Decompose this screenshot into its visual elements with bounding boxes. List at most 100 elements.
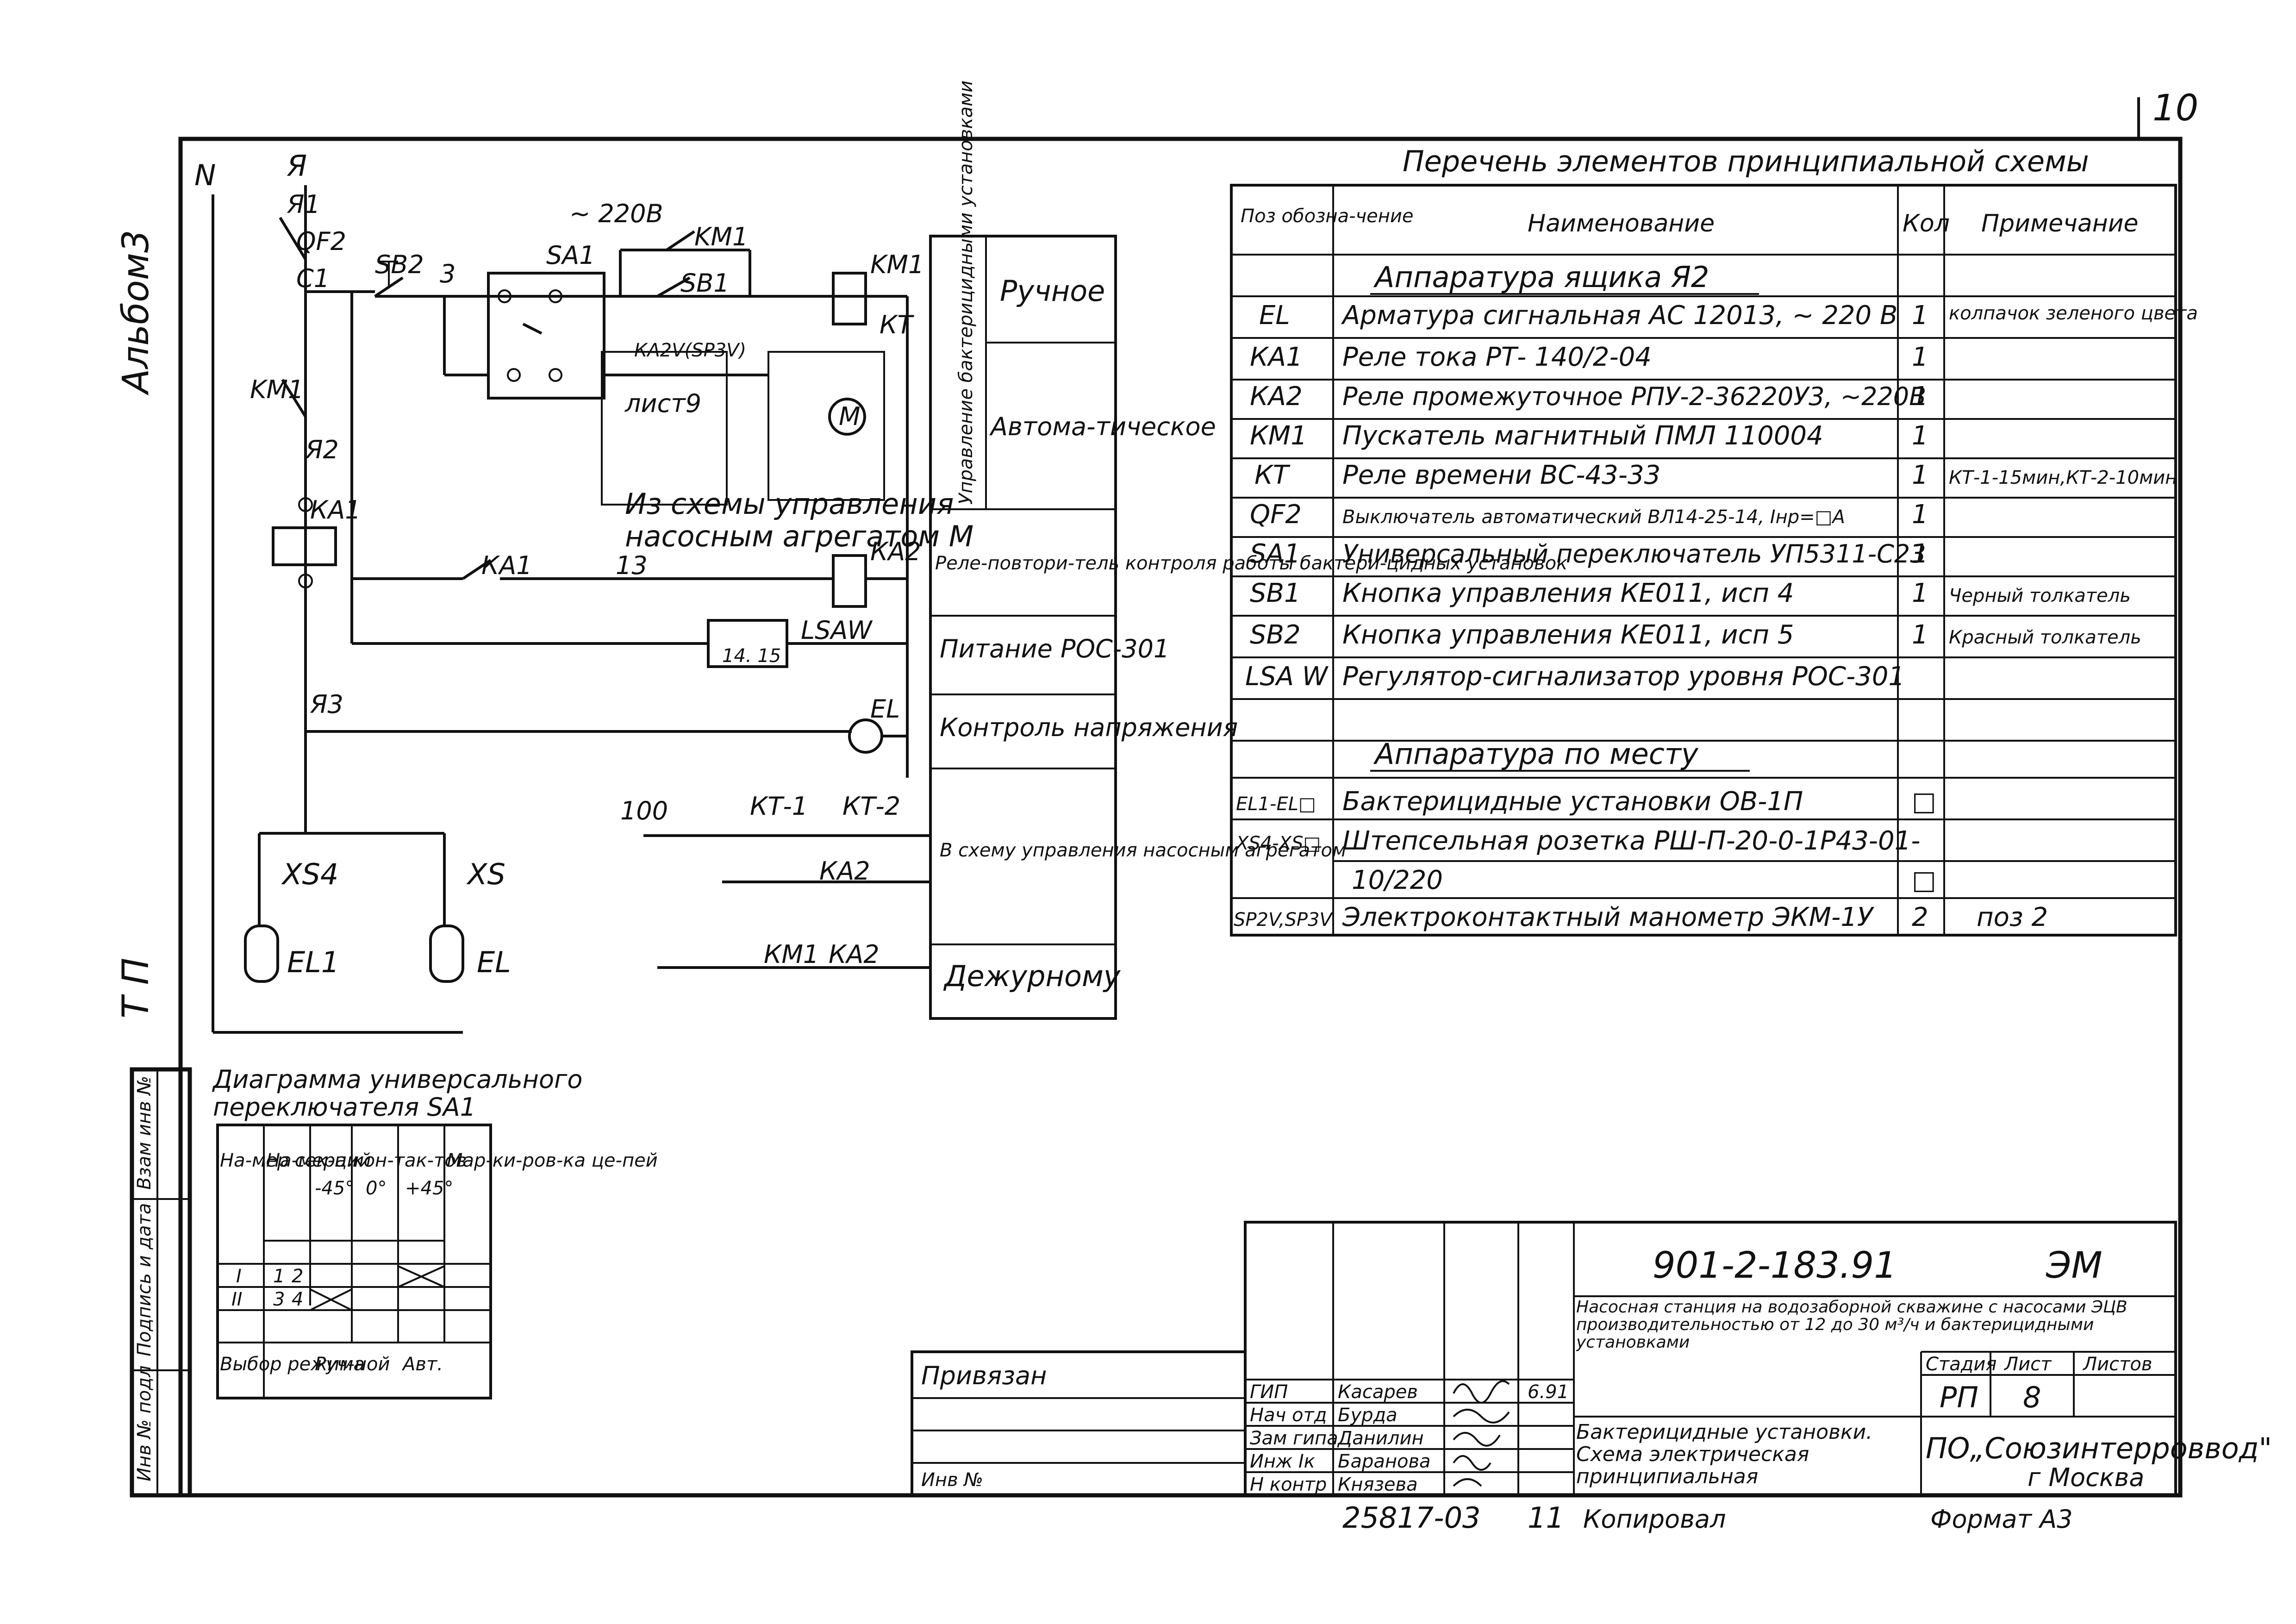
label-km1-left: KM1	[250, 375, 304, 404]
svg-text:Кнопка управления КЕ011, исп 4: Кнопка управления КЕ011, исп 4	[1342, 578, 1794, 608]
sw-row-1-section: I	[236, 1266, 242, 1287]
stage-value: РП	[1940, 1380, 1978, 1414]
svg-text:Бурда: Бурда	[1338, 1405, 1398, 1426]
func-power-roc: Питание РОС-301	[940, 634, 1169, 663]
svg-text:колпачок зеленого цвета: колпачок зеленого цвета	[1949, 303, 2198, 324]
label-kt: КТ	[880, 310, 914, 339]
svg-text:1: 1	[1912, 421, 1928, 451]
page-number: 10	[2152, 87, 2198, 129]
svg-text:Электроконтактный манометр ЭКМ: Электроконтактный манометр ЭКМ-1У	[1342, 902, 1875, 932]
doc-number: 25817-03	[1342, 1501, 1481, 1535]
label-ka1: КА1	[310, 495, 361, 525]
svg-text:КТ-1-15мин,КТ-2-10мин: КТ-1-15мин,КТ-2-10мин	[1949, 467, 2177, 488]
copied-label: Копировал	[1583, 1505, 1726, 1534]
title-block: Привязан Инв № 901-2-183.91 ЭМ Насосная …	[911, 1221, 2272, 1535]
table-row: КТ Реле времени ВС-43-33 1 КТ-1-15мин,КТ…	[1254, 460, 2177, 490]
col-note-header: Примечание	[1981, 210, 2139, 237]
label-3: 3	[440, 259, 455, 288]
svg-text:1: 1	[1912, 500, 1928, 530]
svg-text:EL: EL	[1259, 300, 1290, 331]
project-title: Насосная станция на водозаборной скважин…	[1576, 1299, 2128, 1352]
label-ka2-pump2: КА2	[829, 940, 880, 969]
sw-col-zero: 0°	[366, 1178, 387, 1199]
sw-col-sections: На-мер сек-ций	[220, 1150, 371, 1171]
func-control-uv: Управление бактерицидными установками	[955, 81, 977, 505]
label-xs: ХS	[466, 857, 505, 891]
bus-a-label: Я	[287, 149, 307, 183]
sw-row-2-c2: 4	[292, 1289, 303, 1310]
func-manual: Ручное	[1000, 274, 1105, 308]
svg-text:Н контр: Н контр	[1250, 1474, 1327, 1495]
svg-text:LSA W: LSA W	[1245, 662, 1329, 692]
svg-text:Арматура сигнальная АС 12013,: Арматура сигнальная АС 12013, ~ 220 В	[1341, 300, 1897, 331]
switch-diagram: Диаграмма универсального переключателя S…	[212, 1065, 658, 1399]
note-from-pump-1: Из схемы управления	[625, 487, 954, 521]
svg-text:Пускатель магнитный ПМЛ 110004: Пускатель магнитный ПМЛ 110004	[1342, 421, 1823, 451]
label-a1: Я1	[287, 190, 320, 219]
table-row: EL1-EL□ Бактерицидные установки ОВ-1П □	[1236, 787, 1936, 817]
svg-text:Реле промежуточное РПУ-2-36220: Реле промежуточное РПУ-2-36220У3, ~220В	[1342, 382, 1926, 411]
svg-text:1: 1	[1912, 539, 1928, 569]
table-row: SB2 Кнопка управления КЕ011, исп 5 1 Кра…	[1250, 620, 2141, 650]
label-el-socket: EL	[477, 945, 511, 979]
table-row: LSA W Регулятор-сигнализатор уровня РОС-…	[1245, 662, 1905, 692]
sheet-title: Бактерицидные установки. Схема электриче…	[1576, 1421, 1873, 1488]
label-13: 13	[616, 551, 648, 580]
svg-text:Нач отд: Нач отд	[1250, 1405, 1327, 1426]
label-c1: C1	[296, 264, 330, 293]
svg-text:1: 1	[1912, 620, 1928, 650]
svg-text:Бактерицидные установки ОВ-1П: Бактерицидные установки ОВ-1П	[1342, 787, 1803, 817]
table-row: SB1 Кнопка управления КЕ011, исп 4 1 Чер…	[1250, 578, 2131, 608]
svg-text:SB2: SB2	[1250, 620, 1301, 650]
sheet-value: 8	[2023, 1380, 2041, 1414]
side-stamp-sign: Подпись и дата	[134, 1203, 155, 1356]
svg-text:Реле времени ВС-43-33: Реле времени ВС-43-33	[1342, 460, 1660, 490]
label-kt2: КТ-2	[842, 792, 900, 821]
col-name-header: Наименование	[1528, 210, 1715, 237]
sw-row-2-section: II	[231, 1289, 243, 1310]
label-el1: EL1	[287, 945, 339, 979]
label-1415: 14. 15	[722, 645, 781, 667]
side-stamp	[130, 1067, 192, 1498]
svg-text:Баранова: Баранова	[1338, 1451, 1431, 1472]
voltage-label: ~ 220В	[569, 199, 663, 228]
sw-row-2-c1: 3	[273, 1289, 285, 1310]
side-album-label: Альбом3	[115, 230, 157, 396]
svg-text:SP2V,SP3V: SP2V,SP3V	[1234, 909, 1333, 931]
svg-text:2: 2	[1912, 902, 1928, 932]
org-name: ПО„Союзинтерроввод"	[1926, 1431, 2272, 1465]
svg-text:Касарев: Касарев	[1338, 1381, 1418, 1403]
svg-text:1: 1	[1912, 342, 1928, 372]
svg-text:ГИП: ГИП	[1250, 1381, 1288, 1403]
switch-diagram-title-1: Диаграмма универсального	[212, 1065, 582, 1094]
side-tp-label: Т П	[115, 958, 157, 1018]
sw-col-contacts: На-мера кон-так-тов	[266, 1150, 467, 1171]
table-row: КМ1 Пускатель магнитный ПМЛ 110004 1	[1250, 421, 1928, 451]
label-100: 100	[620, 796, 668, 825]
label-km1-coil: KM1	[870, 250, 924, 279]
side-stamp-replace: Взам инв №	[134, 1076, 155, 1190]
table-row: SP2V,SP3V Электроконтактный манометр ЭКМ…	[1234, 902, 2048, 932]
table-row: 10/220 □	[1352, 865, 1936, 895]
svg-text:1: 1	[1912, 300, 1928, 331]
svg-text:Выключатель автоматический ВЛ1: Выключатель автоматический ВЛ14-25-14, I…	[1342, 506, 1845, 528]
sw-footer-manual: Руч-ной	[315, 1354, 390, 1375]
sw-col-marking: Мар-ки-ров-ка це-пей	[447, 1150, 658, 1171]
function-table: Управление бактерицидными установками Ру…	[929, 81, 1567, 1020]
doc-mark: ЭМ	[2046, 1245, 2103, 1287]
table-row: EL Арматура сигнальная АС 12013, ~ 220 В…	[1259, 300, 2198, 331]
stage-header: Стадия	[1926, 1354, 1997, 1375]
svg-text:EL1-EL□: EL1-EL□	[1236, 793, 1316, 815]
svg-text:1: 1	[1912, 460, 1928, 490]
svg-text:Зам гипа: Зам гипа	[1250, 1428, 1338, 1449]
label-ka2-sp3: КА2V(SP3V)	[634, 340, 746, 361]
sw-row-1-c2: 2	[292, 1266, 303, 1287]
label-ka2-pump: КА2	[819, 856, 870, 886]
sw-footer-auto: Авт.	[401, 1354, 443, 1375]
inv-label: Инв №	[921, 1469, 983, 1491]
motor-label: М	[839, 402, 861, 431]
sw-col-minus45: -45°	[315, 1178, 354, 1199]
svg-text:SA1: SA1	[1250, 539, 1300, 569]
label-qf2: QF2	[296, 227, 346, 256]
